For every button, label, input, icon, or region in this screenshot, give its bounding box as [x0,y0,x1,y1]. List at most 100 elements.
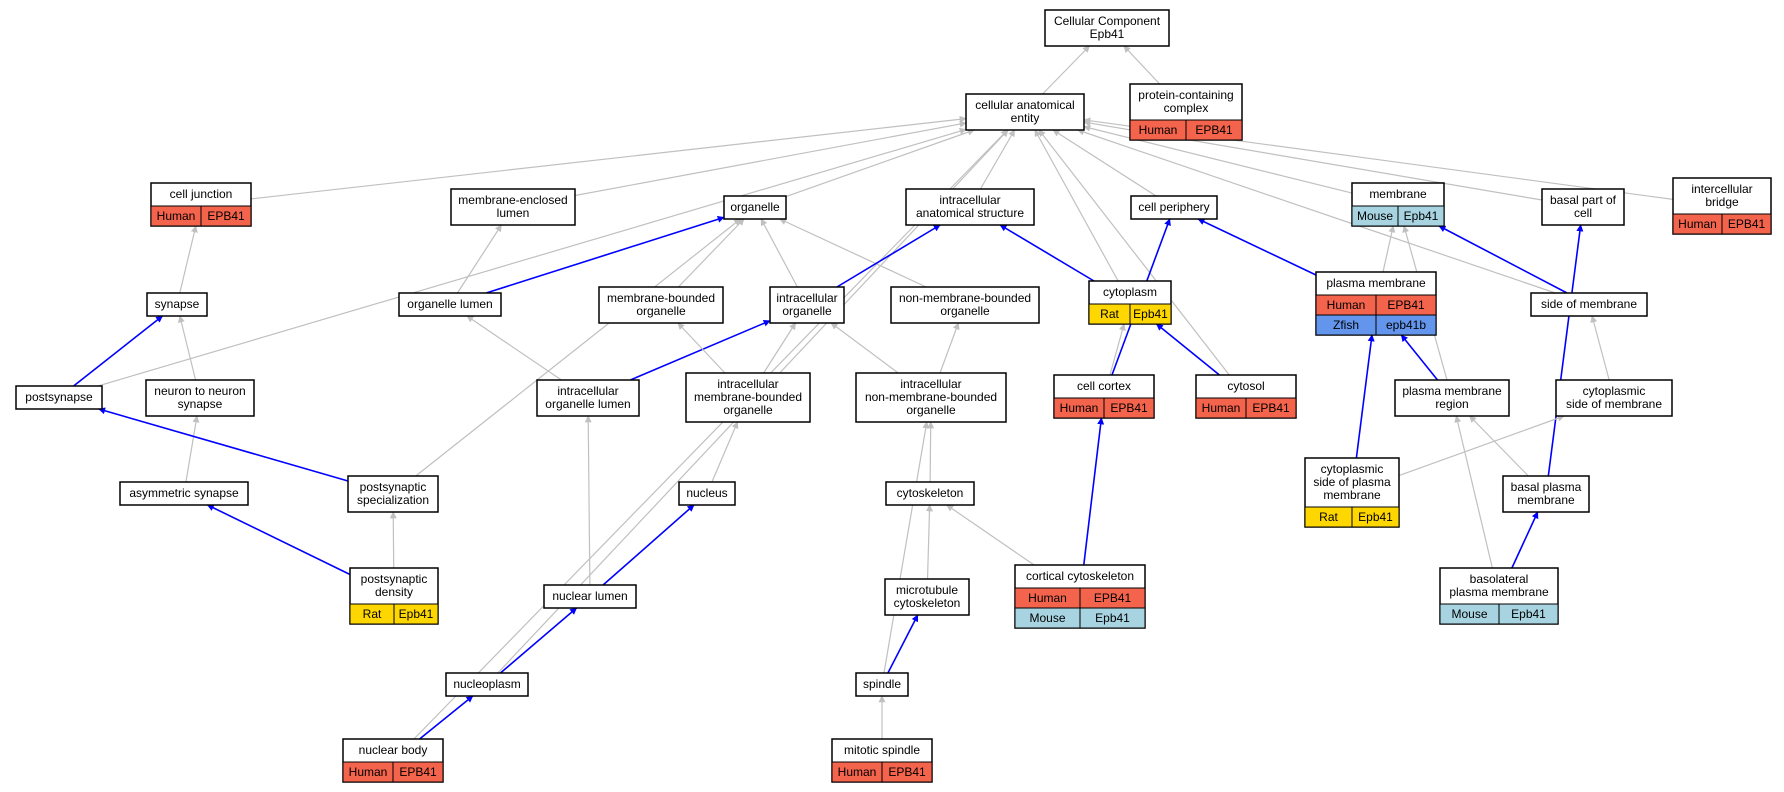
node-label: intracellular [939,193,1000,207]
is-a-edge [1398,414,1565,477]
is-a-edge [413,129,1008,740]
node-label: postsynaptic [360,480,427,494]
is-a-edge [1590,315,1610,381]
node-label: nucleus [686,486,727,500]
gene-label: Epb41 [399,607,434,621]
go-term-node[interactable]: cytoskeleton [885,481,975,506]
node-label: basal part of [1550,193,1617,207]
node-label: non-membrane-bounded [899,291,1031,305]
go-term-node[interactable]: side of membrane [1530,292,1648,317]
node-box [678,481,736,506]
node-label: cellular anatomical [975,98,1074,112]
species-label: Human [1028,591,1067,605]
node-label: protein-containing [1138,88,1233,102]
node-box [543,584,637,609]
go-term-node[interactable]: organelle [723,195,787,220]
node-box [1044,9,1170,47]
node-label: plasma membrane [1326,276,1426,290]
go-term-node[interactable]: spindle [855,672,909,697]
node-box [1530,292,1648,317]
species-label: Human [1327,298,1366,312]
go-term-node[interactable]: organelle lumen [398,292,502,317]
node-label: cell cortex [1077,379,1131,393]
part-of-edge [98,407,349,482]
go-term-node[interactable]: cell periphery [1130,195,1218,220]
is-a-edge [1034,129,1119,282]
node-label: membrane-enclosed [458,193,567,207]
node-label: cell [1574,206,1592,220]
is-a-edge [584,415,592,586]
node-label: cytosol [1227,379,1264,393]
node-box [145,379,255,417]
go-term-node[interactable]: nuclear lumen [543,584,637,609]
node-label: nucleoplasm [453,677,520,691]
go-term-node[interactable]: nucleoplasm [445,672,529,697]
go-term-node[interactable]: intracellularnon-membrane-boundedorganel… [855,372,1007,423]
is-a-edge [250,115,967,200]
is-a-edge [389,511,397,569]
gene-label: EPB41 [888,765,926,779]
part-of-edge [1155,323,1220,376]
is-a-edge [883,421,930,674]
node-box [855,372,1007,423]
node-label: organelle [782,304,832,318]
node-box [1502,475,1590,513]
is-a-edge [677,322,726,374]
node-box [398,292,502,317]
node-label: cytoplasm [1103,285,1157,299]
go-term-node[interactable]: postsynapse [15,385,103,410]
gene-label: Epb41 [1358,510,1393,524]
species-label: Rat [1319,510,1338,524]
go-term-node[interactable]: synapse [146,292,208,317]
is-a-edge [1077,128,1556,294]
node-box [885,481,975,506]
go-term-node[interactable]: asymmetric synapse [119,481,249,506]
node-label: organelle [636,304,686,318]
node-label: synapse [155,297,200,311]
gene-label: Epb41 [1404,209,1439,223]
is-a-edge [1042,45,1090,95]
is-a-edge [1109,323,1126,376]
node-box [146,292,208,317]
species-label: Mouse [1451,607,1487,621]
part-of-edge [602,504,695,586]
node-box [965,93,1085,131]
node-box [445,672,529,697]
gene-label: EPB41 [207,209,245,223]
go-term-node[interactable]: nucleus [678,481,736,506]
is-a-edge [763,322,797,374]
node-label: postsynapse [25,390,93,404]
part-of-edge [1400,334,1439,381]
